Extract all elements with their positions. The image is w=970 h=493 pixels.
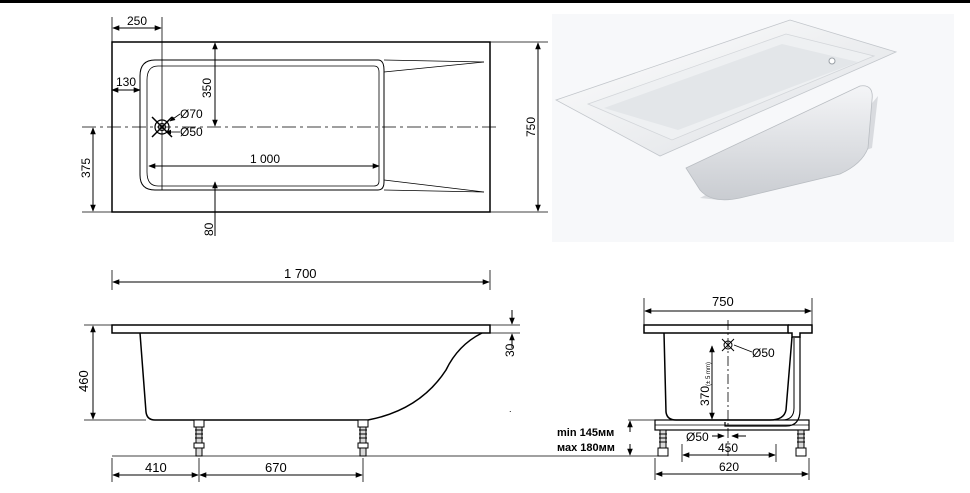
dim-text-drain-inner: Ø50 bbox=[180, 125, 203, 139]
end-view-overflow-hole bbox=[723, 340, 733, 350]
min-leg-height: min 145мм bbox=[557, 427, 614, 439]
dim-text-670: 670 bbox=[265, 460, 287, 475]
side-view bbox=[84, 270, 660, 482]
side-view-leg-2 bbox=[357, 419, 369, 457]
top-view bbox=[82, 17, 548, 236]
end-view-rim bbox=[643, 324, 789, 334]
end-view-overflow-channel bbox=[788, 324, 813, 338]
stray-dot: . bbox=[509, 404, 512, 414]
side-view-leg-1 bbox=[193, 419, 205, 457]
dim-text-drain-outer: Ø70 bbox=[180, 107, 203, 121]
dim-text-375: 375 bbox=[79, 158, 93, 178]
side-view-body bbox=[139, 332, 483, 421]
dim-text-1000: 1 000 bbox=[250, 152, 280, 166]
dim-text-overflow: Ø50 bbox=[752, 346, 775, 360]
dim-text-350: 350 bbox=[200, 78, 214, 98]
dim-text-410: 410 bbox=[145, 460, 167, 475]
end-view-leg-1 bbox=[657, 429, 669, 457]
dim-text-750-end: 750 bbox=[712, 294, 734, 309]
top-view-taper-4 bbox=[383, 179, 485, 193]
dim-text-370-tolerance: (± 5 mm) bbox=[706, 362, 712, 386]
bathtub-photo bbox=[552, 14, 954, 242]
dim-text-130: 130 bbox=[116, 75, 136, 89]
dim-text-370: 370 bbox=[698, 386, 712, 406]
top-view-basin bbox=[139, 59, 385, 191]
side-view-rim bbox=[111, 324, 491, 334]
end-view-leg-2 bbox=[795, 429, 807, 457]
dim-text-620: 620 bbox=[719, 460, 739, 474]
dim-text-250: 250 bbox=[127, 14, 147, 28]
dim-text-80: 80 bbox=[202, 222, 216, 236]
dim-text-drain-end: Ø50 bbox=[686, 430, 709, 444]
dim-text-460: 460 bbox=[76, 370, 91, 392]
top-view-taper-1 bbox=[383, 59, 485, 63]
dim-text-750-top: 750 bbox=[524, 117, 538, 137]
top-view-taper-3 bbox=[383, 189, 485, 193]
top-view-taper-2 bbox=[383, 61, 485, 73]
max-leg-height: мах 180мм bbox=[557, 442, 615, 454]
dim-text-450: 450 bbox=[718, 441, 738, 455]
top-view-basin-inner bbox=[146, 65, 380, 187]
dim-text-1700: 1 700 bbox=[284, 266, 317, 281]
dim-text-30: 30 bbox=[503, 343, 517, 357]
end-view bbox=[643, 298, 813, 480]
